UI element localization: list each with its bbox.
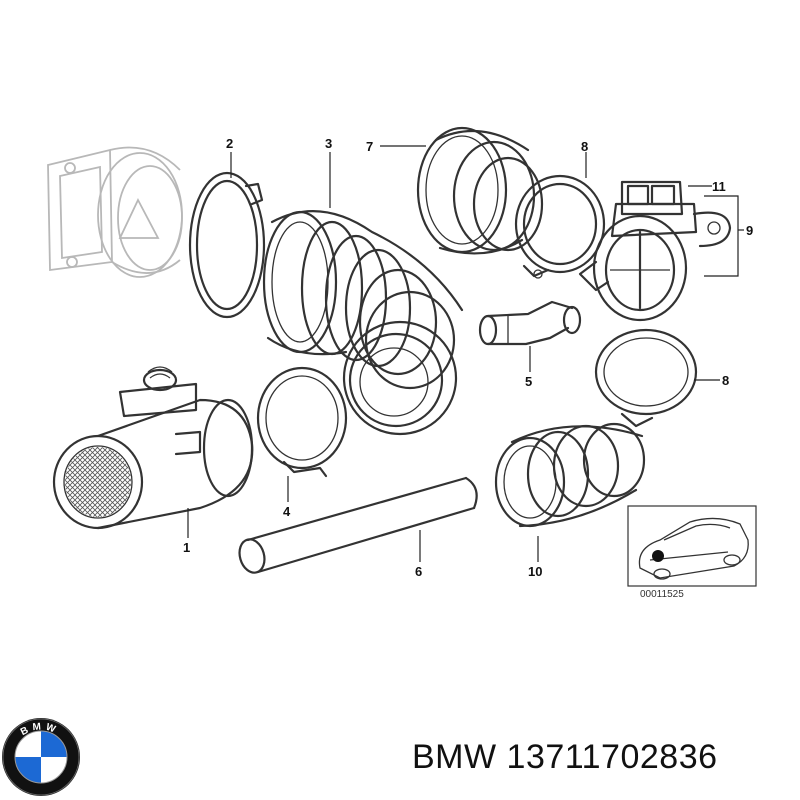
callout-1: 1 bbox=[183, 540, 190, 555]
part-number-label: BMW 13711702836 bbox=[412, 738, 718, 776]
part-8-clamp-bottom bbox=[594, 328, 698, 428]
bmw-logo: BMW bbox=[2, 718, 80, 796]
part-5-elbow-pipe bbox=[478, 300, 582, 346]
callout-2: 2 bbox=[226, 136, 233, 151]
callout-8-bottom: 8 bbox=[722, 373, 729, 388]
callout-9: 9 bbox=[746, 223, 753, 238]
callout-labels: 2 3 7 8 11 9 5 8 1 4 6 10 bbox=[183, 136, 753, 579]
part-7-bellows-boot bbox=[416, 126, 544, 255]
part-4-hose-clamp bbox=[256, 366, 348, 478]
car-location-inset: 00011525 bbox=[627, 505, 757, 600]
callout-3: 3 bbox=[325, 136, 332, 151]
part-10-boot bbox=[494, 422, 646, 528]
part-6-straight-hose bbox=[238, 476, 478, 574]
callout-4: 4 bbox=[283, 504, 291, 519]
callout-10: 10 bbox=[528, 564, 542, 579]
callout-7: 7 bbox=[366, 139, 373, 154]
callout-5: 5 bbox=[525, 374, 532, 389]
part-1-air-mass-meter bbox=[52, 366, 254, 530]
inset-code: 00011525 bbox=[640, 589, 684, 600]
part-9-throttle-body bbox=[578, 180, 732, 322]
location-marker-dot bbox=[652, 550, 664, 562]
callout-11: 11 bbox=[712, 179, 726, 194]
intake-flange-ghost bbox=[47, 146, 183, 278]
callout-6: 6 bbox=[415, 564, 422, 579]
part-8-clamp-top bbox=[514, 174, 606, 279]
part-3-corrugated-boot bbox=[262, 210, 464, 436]
part-2-gasket-ring bbox=[188, 171, 266, 319]
leader-lines bbox=[187, 145, 744, 562]
callout-8-top: 8 bbox=[581, 139, 588, 154]
